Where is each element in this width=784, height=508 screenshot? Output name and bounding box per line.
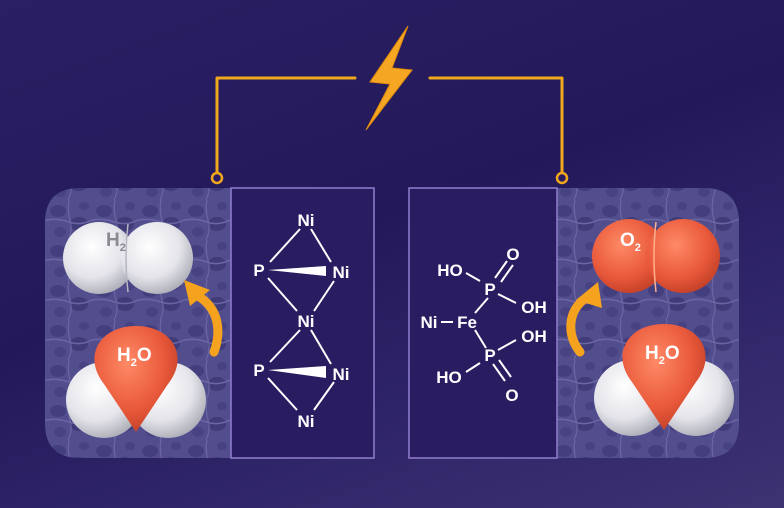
atom-ni-bottom-right: Ni (333, 365, 350, 384)
atom-ho-bottom: HO (436, 368, 462, 387)
atom-ho-top: HO (437, 261, 463, 280)
h2-label: H2 (106, 230, 126, 254)
atom-oh-mid: OH (521, 327, 547, 346)
left-terminal (210, 171, 224, 185)
lightning-bolt-icon (365, 25, 413, 131)
atom-p-top: P (253, 261, 264, 280)
right-structure-panel (408, 187, 558, 459)
h2-molecule: H2 (63, 222, 193, 294)
atom-ni-center: Ni (298, 312, 315, 331)
atom-o-bottom: O (505, 386, 518, 405)
h2o-label-left: H2O (117, 345, 152, 369)
left-structure-panel (230, 187, 375, 459)
o2-molecule: O2 (592, 219, 720, 293)
h2o-label-right: H2O (645, 343, 680, 367)
nickel-iron-phosphonate-atoms: O HO P OH Ni Fe OH P HO O (421, 245, 547, 405)
atom-fe: Fe (457, 313, 477, 332)
right-terminal (555, 171, 569, 185)
atom-ni-top: Ni (298, 211, 315, 230)
curved-arrow-icon (184, 280, 223, 357)
atom-o-top: O (506, 245, 519, 264)
atom-oh-top: OH (521, 298, 547, 317)
h2o-molecule-right: H2O (594, 324, 734, 436)
nickel-iron-phosphonate-structure (441, 260, 517, 382)
circuit-wire-right (428, 76, 564, 178)
atom-ni-top-right: Ni (333, 263, 350, 282)
atom-ni: Ni (421, 313, 438, 332)
atom-ni-bottom: Ni (298, 412, 315, 431)
o2-label: O2 (620, 230, 641, 254)
atom-p-bottom: P (484, 346, 495, 365)
curved-arrow-icon (566, 282, 602, 357)
atom-p-top: P (484, 280, 495, 299)
atom-p-bottom: P (253, 361, 264, 380)
circuit-wire-left (215, 76, 357, 178)
h2o-molecule-left: H2O (66, 326, 206, 438)
circuit-wire (215, 76, 564, 178)
nickel-phosphide-atoms: Ni P Ni Ni P Ni Ni (253, 211, 349, 431)
nickel-phosphide-structure (267, 228, 335, 411)
